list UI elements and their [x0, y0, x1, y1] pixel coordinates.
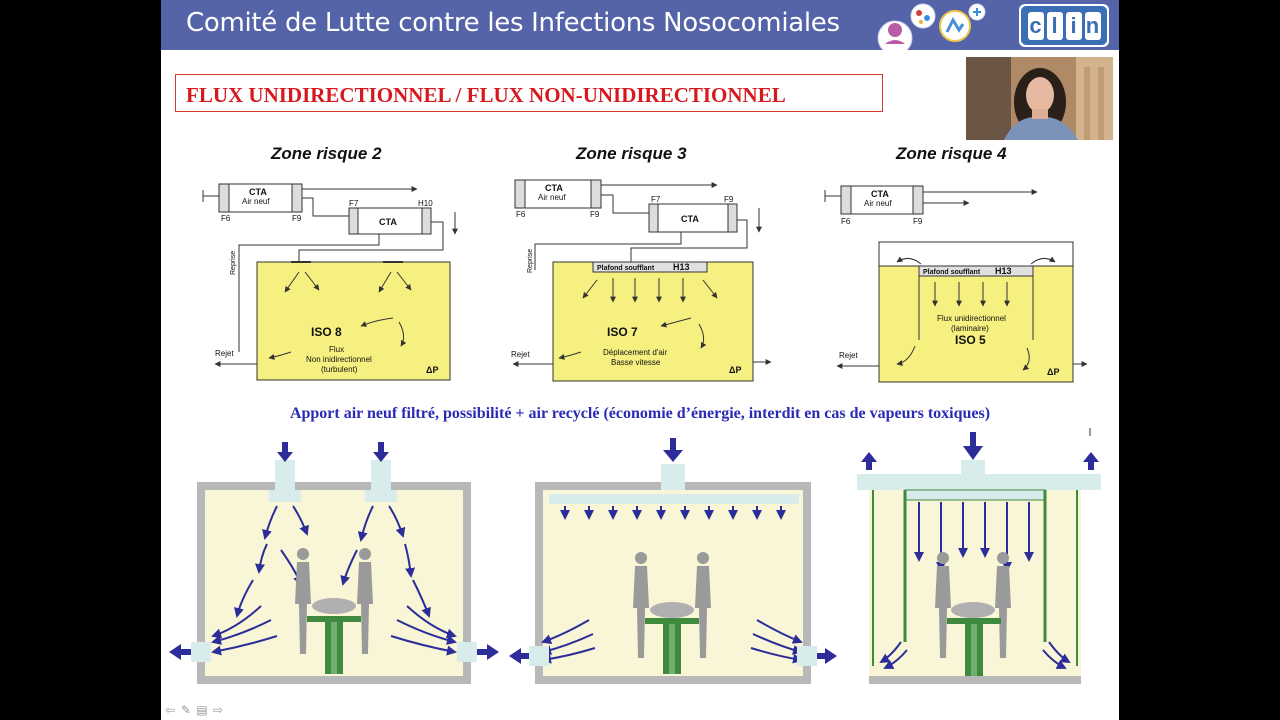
zone-4-h13: H13: [995, 266, 1012, 276]
header-title: Comité de Lutte contre les Infections No…: [186, 8, 840, 38]
clin-logo: c l i n: [1019, 4, 1109, 47]
zone-4-schematic: Zone risque 4 CTA Air neuf F6 F9 Plafond…: [824, 144, 1088, 383]
zone-3-flow-line-1: Déplacement d'air: [603, 348, 668, 357]
zone-3-f7: F7: [651, 195, 661, 204]
zone-4-flow-line-1: Flux unidirectionnel: [937, 314, 1006, 323]
zone-3-cta1: CTA: [545, 183, 563, 193]
logo-letter-i: i: [1065, 11, 1082, 40]
zone-2-flow-line-3: (turbulent): [321, 365, 358, 374]
mascot-illustration-icon: [877, 3, 986, 50]
zone-4-f9: F9: [913, 217, 923, 226]
zone-4-cta1-sub: Air neuf: [864, 199, 892, 208]
turbulent-flow-room: [169, 442, 499, 684]
zone-2-schematic: Zone risque 2 CTA Air neuf F6 F9 CTA F7 …: [202, 144, 458, 381]
zone-4-iso: ISO 5: [955, 333, 986, 347]
ventilation-schematics: Zone risque 2 CTA Air neuf F6 F9 CTA F7 …: [202, 144, 1088, 383]
zone-3-iso: ISO 7: [607, 325, 638, 339]
pen-icon[interactable]: ✎: [180, 703, 192, 717]
zone-2-cta1: CTA: [249, 187, 267, 197]
zone-4-flow-line-2: (laminaire): [951, 324, 989, 333]
zone-2-iso: ISO 8: [311, 325, 342, 339]
zone-2-f9: F9: [292, 214, 302, 223]
zone-2-rejet: Rejet: [215, 349, 234, 358]
presentation-slide: Comité de Lutte contre les Infections No…: [161, 0, 1119, 720]
zone-2-reprise: Reprise: [230, 251, 237, 275]
zone-3-h13: H13: [673, 262, 690, 272]
zone-3-plafond: Plafond soufflant: [597, 265, 655, 272]
zone-3-rejet: Rejet: [511, 350, 530, 359]
zone-2-flow-line-1: Flux: [329, 345, 344, 354]
zone-2-f6: F6: [221, 214, 231, 223]
menu-icon[interactable]: ▤: [196, 703, 208, 717]
zone-2-flow-line-2: Non inidirectionnel: [306, 355, 372, 364]
logo-letter-c: c: [1027, 11, 1044, 40]
slide-title: FLUX UNIDIRECTIONNEL / FLUX NON-UNIDIREC…: [186, 83, 786, 107]
zone-3-cta1-sub: Air neuf: [538, 193, 566, 202]
zone-3-flow-line-2: Basse vitesse: [611, 358, 661, 367]
zone-2-h10: H10: [418, 199, 433, 208]
zone-3-cta2: CTA: [681, 214, 699, 224]
logo-letter-l: l: [1046, 11, 1063, 40]
arrow-left-icon[interactable]: ⇦: [164, 703, 176, 717]
zone-4-plafond: Plafond soufflant: [923, 269, 981, 276]
zone-2-cta2: CTA: [379, 217, 397, 227]
slide-header: Comité de Lutte contre les Infections No…: [161, 0, 1119, 50]
zone-3-reprise: Reprise: [527, 249, 534, 273]
presenter-webcam-video: [966, 57, 1113, 140]
zone-3-f6: F6: [516, 210, 526, 219]
zone-3-f9b: F9: [724, 195, 734, 204]
slide-title-box: FLUX UNIDIRECTIONNEL / FLUX NON-UNIDIREC…: [175, 74, 883, 112]
zone-3-schematic: Zone risque 3 CTA Air neuf F6 F9 CTA F7 …: [511, 144, 772, 382]
zone-4-cta1: CTA: [871, 189, 889, 199]
zone-2-cta1-sub: Air neuf: [242, 197, 270, 206]
logo-letter-n: n: [1084, 11, 1101, 40]
laminar-flow-room: [857, 432, 1101, 684]
arrow-right-icon[interactable]: ⇨: [212, 703, 224, 717]
zone-4-f6: F6: [841, 217, 851, 226]
zone-4-title: Zone risque 4: [895, 144, 1007, 163]
zone-3-f9: F9: [590, 210, 600, 219]
zone-2-title: Zone risque 2: [270, 144, 382, 163]
zone-2-f7: F7: [349, 199, 359, 208]
zone-2-dp: ΔP: [426, 365, 438, 375]
zone-3-dp: ΔP: [729, 365, 741, 375]
caption-text: Apport air neuf filtré, possibilité + ai…: [289, 405, 991, 422]
zone-3-title: Zone risque 3: [575, 144, 687, 163]
zone-4-rejet: Rejet: [839, 351, 858, 360]
low-speed-displacement-room: [509, 438, 837, 684]
zone-4-dp: ΔP: [1047, 367, 1059, 377]
slide-navigation: ⇦ ✎ ▤ ⇨: [163, 702, 225, 718]
airflow-illustrations: [169, 432, 1101, 684]
small-tick-mark: [1089, 428, 1091, 436]
